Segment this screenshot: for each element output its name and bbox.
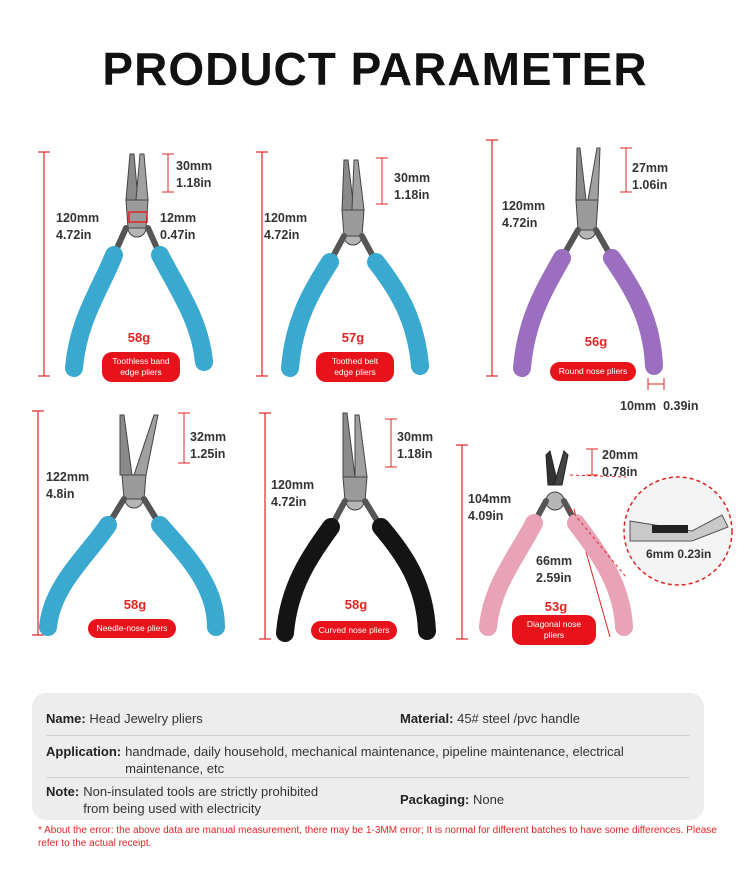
name-label: Name:: [46, 711, 86, 726]
dim-text: 10mm 0.39in: [620, 399, 699, 413]
jaw-width-label: 12mm 0.47in: [160, 210, 196, 244]
dim-text: 20mm 0.78in: [602, 448, 639, 479]
weight-label: 53g: [544, 599, 568, 614]
material-label: Material:: [400, 711, 454, 726]
handle-length-label: 66mm 2.59in: [536, 553, 572, 587]
total-length-label: 122mm 4.8in: [46, 469, 89, 503]
total-length-label: 120mm 4.72in: [56, 210, 99, 244]
divider: [46, 777, 690, 778]
dim-text: 6mm 0.23in: [646, 547, 712, 561]
dim-text: 104mm 4.09in: [468, 492, 512, 523]
pliers-illustration: [486, 139, 665, 390]
product-card: 120mm 4.72in 27mm 1.06in 56g Round nose …: [480, 139, 710, 413]
dim-text: 30mm 1.18in: [397, 430, 434, 461]
dim-text: 122mm 4.8in: [46, 470, 90, 501]
dim-text: 120mm 4.72in: [502, 199, 546, 230]
dim-text: 32mm 1.25in: [190, 430, 227, 461]
material-group: Material: 45# steel /pvc handle: [400, 710, 580, 727]
product-card: 104mm 4.09in 20mm 0.78in 66mm 2.59in 53g…: [452, 405, 682, 645]
weight-label: 57g: [341, 330, 365, 345]
jaw-length-label: 30mm 1.18in: [176, 158, 212, 192]
application-value: handmade, daily household, mechanical ma…: [125, 744, 624, 776]
product-card: 122mm 4.8in 32mm 1.25in 58g Needle-nose …: [30, 405, 260, 645]
spec-row: Note: Non-insulated tools are strictly p…: [46, 783, 690, 817]
divider: [46, 735, 690, 736]
tip-width-label: 10mm 0.39in: [620, 398, 699, 415]
weight-label: 58g: [344, 597, 368, 612]
dim-text: 30mm 1.18in: [394, 171, 431, 202]
product-card: 120mm 4.72in 30mm 1.18in 58g Curved nose…: [255, 405, 485, 645]
pliers-illustration: [32, 410, 225, 636]
product-name-badge: Needle-nose pliers: [88, 619, 176, 638]
dim-text: 66mm 2.59in: [536, 554, 573, 585]
note-value: Non-insulated tools are strictly prohibi…: [83, 784, 319, 816]
total-length-label: 120mm 4.72in: [264, 210, 307, 244]
pliers-illustration: [259, 412, 436, 642]
spec-row: Application: handmade, daily household, …: [46, 743, 690, 777]
product-name-badge: Toothless band edge pliers: [102, 352, 180, 382]
dim-text: 120mm 4.72in: [264, 211, 308, 242]
product-name-badge: Curved nose pliers: [311, 621, 397, 640]
jaw-length-label: 32mm 1.25in: [190, 429, 226, 463]
note-label: Note:: [46, 784, 80, 799]
page-title: PRODUCT PARAMETER: [102, 43, 648, 95]
zoom-detail: [622, 475, 734, 587]
dim-text: 30mm 1.18in: [176, 159, 213, 190]
jaw-length-label: 30mm 1.18in: [394, 170, 430, 204]
weight-label: 56g: [584, 334, 608, 349]
product-name-badge: Round nose pliers: [550, 362, 636, 381]
packaging-label: Packaging:: [400, 792, 470, 807]
total-length-label: 120mm 4.72in: [271, 477, 314, 511]
packaging-group: Packaging: None: [400, 791, 504, 808]
dim-text: 120mm 4.72in: [271, 478, 315, 509]
dim-text: 12mm 0.47in: [160, 211, 197, 242]
name-value: Head Jewelry pliers: [89, 711, 203, 726]
specs-panel: Name: Head Jewelry pliers Material: 45# …: [32, 693, 704, 820]
weight-label: 58g: [123, 597, 147, 612]
jaw-length-label: 20mm 0.78in: [602, 447, 638, 481]
product-card: 120mm 4.72in 30mm 1.18in 12mm 0.47in 58g…: [30, 140, 260, 382]
disclaimer-text: * About the error: the above data are ma…: [38, 825, 717, 849]
material-value: 45# steel /pvc handle: [457, 711, 580, 726]
dim-text: 120mm 4.72in: [56, 211, 100, 242]
spec-row: Name: Head Jewelry pliers Material: 45# …: [46, 710, 690, 727]
pliers-illustration: [256, 151, 429, 377]
weight-label: 58g: [127, 330, 151, 345]
zoom-width-label: 6mm 0.23in: [646, 546, 711, 563]
total-length-label: 104mm 4.09in: [468, 491, 511, 525]
dim-text: 27mm 1.06in: [632, 161, 669, 192]
product-name-badge: Toothed belt edge pliers: [316, 352, 394, 382]
total-length-label: 120mm 4.72in: [502, 198, 545, 232]
application-label: Application:: [46, 744, 122, 759]
jaw-length-label: 27mm 1.06in: [632, 160, 668, 194]
packaging-value: None: [472, 792, 505, 807]
jaw-length-label: 30mm 1.18in: [397, 429, 433, 463]
pliers-illustration: [38, 151, 213, 377]
product-name-badge: Diagonal nose pliers: [512, 615, 596, 645]
pliers-illustration: [456, 444, 633, 640]
zoom-circle: [623, 476, 733, 586]
product-card: 120mm 4.72in 30mm 1.18in 57g Toothed bel…: [250, 140, 480, 382]
